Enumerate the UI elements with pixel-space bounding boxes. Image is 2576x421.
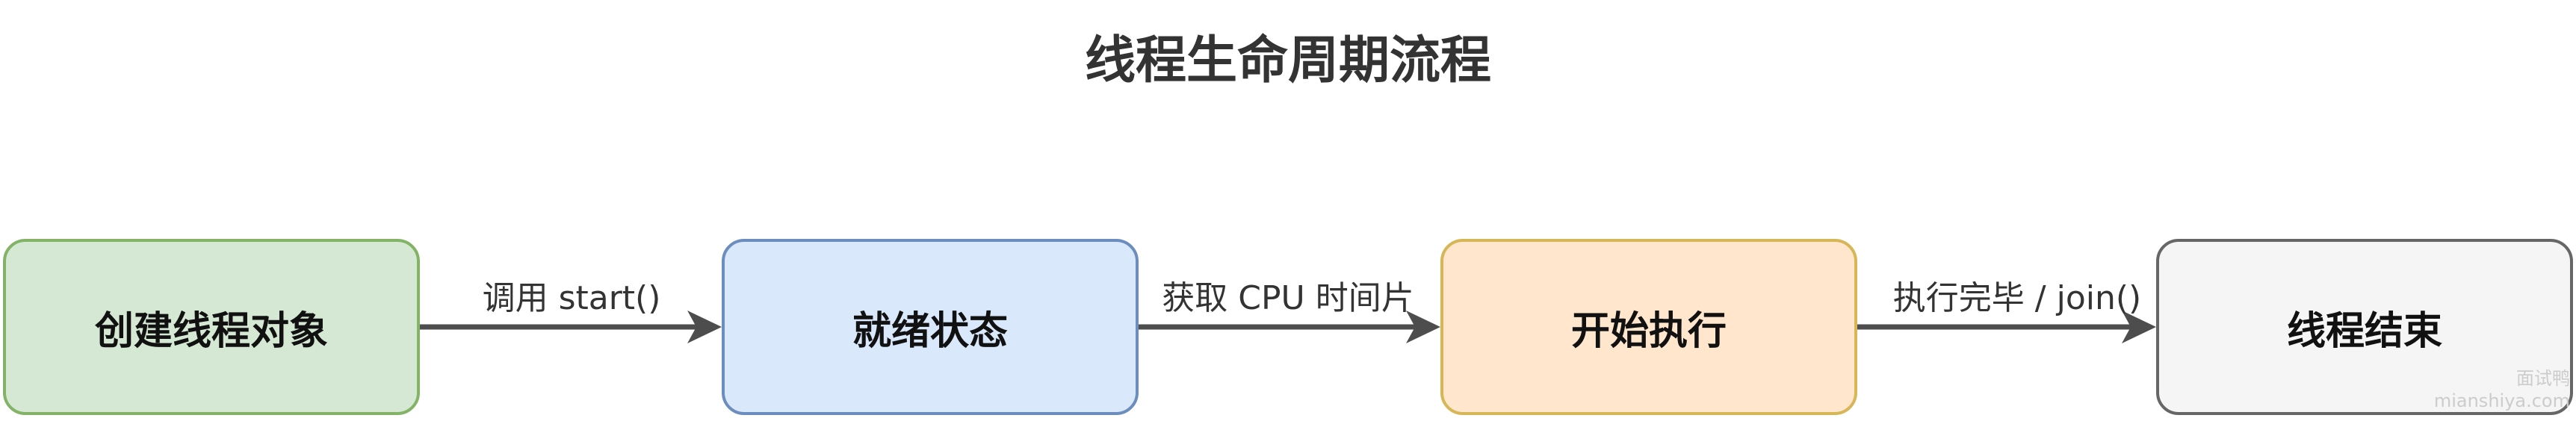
edge-label-start: 调用 start()	[482, 279, 661, 317]
node-create-thread[interactable]: 创建线程对象	[3, 239, 420, 415]
node-thread-end-label: 线程结束	[2286, 308, 2442, 354]
edge-label-join: 执行完毕 / join()	[1892, 279, 2142, 317]
arrow-running-to-end	[1857, 311, 2156, 343]
watermark-cn: 面试鸭	[2516, 368, 2570, 389]
node-running[interactable]: 开始执行	[1440, 239, 1857, 415]
node-running-label: 开始执行	[1570, 308, 1727, 354]
arrow-ready-to-running	[1139, 311, 1440, 343]
diagram-title: 线程生命周期流程	[1084, 31, 1491, 90]
watermark-url: mianshiya.com	[2433, 390, 2570, 411]
arrow-create-to-ready	[420, 311, 722, 343]
node-thread-end[interactable]: 线程结束	[2156, 239, 2573, 415]
node-ready-state[interactable]: 就绪状态	[722, 239, 1139, 415]
edge-label-cpu: 获取 CPU 时间片	[1162, 279, 1414, 317]
node-create-thread-label: 创建线程对象	[94, 308, 328, 354]
node-ready-state-label: 就绪状态	[852, 308, 1008, 354]
